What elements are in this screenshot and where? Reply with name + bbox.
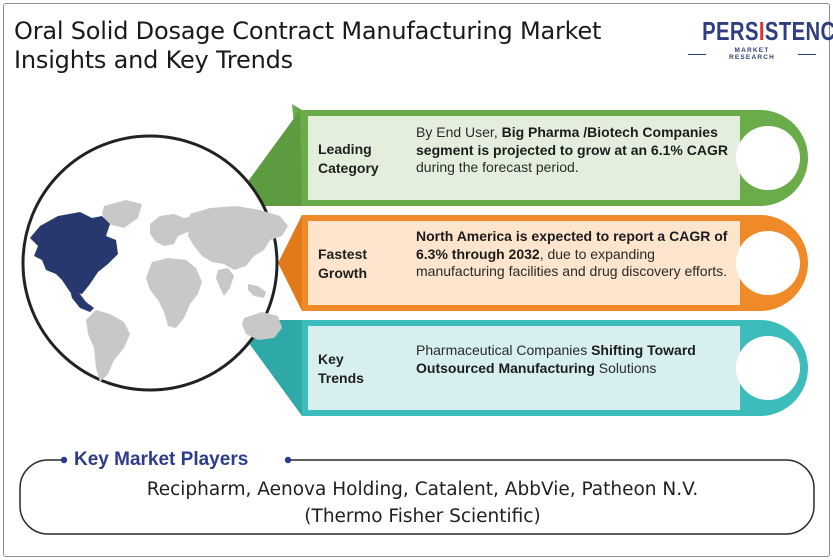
- map-north-america: [30, 212, 118, 294]
- map-india: [216, 268, 234, 296]
- logo-tagline: MARKET RESEARCH: [728, 47, 776, 61]
- players-box-outline: [19, 459, 815, 535]
- players-box-dot-left: [60, 456, 68, 464]
- map-africa: [146, 258, 202, 328]
- logo-wordmark: PERSISTENCE: [702, 16, 833, 46]
- players-box: [19, 456, 815, 535]
- globe-outline: [21, 134, 279, 392]
- band-green-inner: [308, 116, 740, 200]
- map-south-america: [86, 310, 130, 382]
- key-market-players-list: Recipharm, Aenova Holding, Catalent, Abb…: [40, 476, 805, 530]
- band-teal-circle: [736, 336, 800, 400]
- band-orange-circle: [736, 231, 800, 295]
- row-text-fastest-growth: North America is expected to report a CA…: [416, 228, 728, 279]
- title-line-1: Oral Solid Dosage Contract Manufacturing…: [14, 17, 602, 45]
- band-fastest-growth: [278, 215, 808, 311]
- band-teal-inner: [308, 326, 740, 410]
- band-orange-tab: [278, 215, 302, 311]
- world-globe: [21, 134, 288, 392]
- row-text-leading-category: By End User, Big Pharma /Biotech Compani…: [416, 124, 728, 175]
- key-market-players-title: Key Market Players: [74, 449, 249, 470]
- title-line-2: Insights and Key Trends: [14, 46, 293, 74]
- row-text-key-trends: Pharmaceutical Companies Shifting Toward…: [416, 342, 696, 376]
- map-southeast-asia: [248, 284, 266, 298]
- map-greenland: [102, 200, 142, 228]
- logo-tagline-row: MARKET RESEARCH: [688, 47, 816, 61]
- map-asia: [188, 206, 288, 270]
- page-title: Oral Solid Dosage Contract Manufacturing…: [14, 17, 674, 75]
- players-line-2: (Thermo Fisher Scientific): [304, 506, 541, 527]
- players-line-1: Recipharm, Aenova Holding, Catalent, Abb…: [146, 479, 699, 500]
- outer-frame: [3, 3, 830, 557]
- band-key-trends: [232, 320, 808, 416]
- map-europe: [150, 214, 196, 246]
- map-australia: [242, 312, 282, 340]
- world-map-icon: [30, 200, 288, 382]
- band-green-circle: [736, 126, 800, 190]
- players-box-dot-right: [284, 456, 292, 464]
- band-orange-inner: [308, 221, 740, 305]
- persistence-logo: PERSISTENCE MARKET RESEARCH: [688, 16, 833, 62]
- map-central-america: [70, 290, 94, 312]
